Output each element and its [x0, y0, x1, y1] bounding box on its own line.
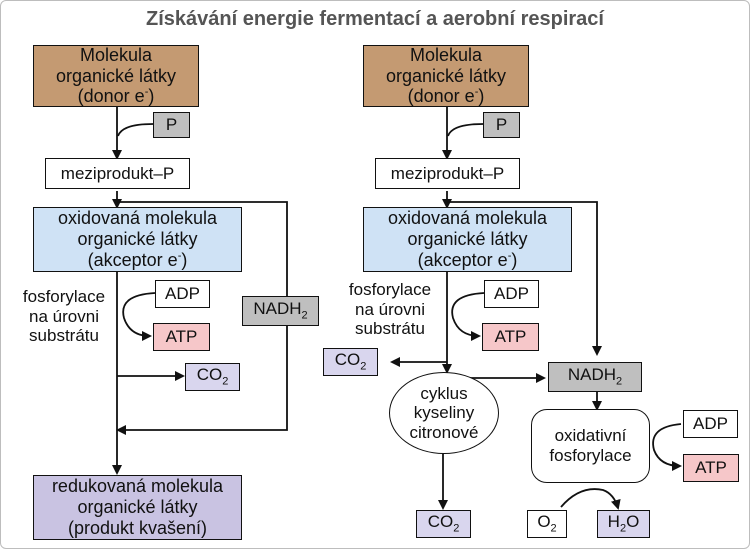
right-donor-box: Molekula organické látky (donor e-)	[363, 45, 529, 107]
left-substrate-phosphorylation-label: fosforylace na úrovni substrátu	[14, 287, 114, 346]
right-acceptor-box: oxidovaná molekula organické látky (akce…	[363, 207, 572, 272]
right-substrate-phosphorylation-label: fosforylace na úrovni substrátu	[338, 280, 442, 339]
left-co2-box: CO2	[185, 363, 240, 391]
right-cycle-line2: kyseliny	[413, 403, 475, 423]
right-intermediate-label: meziprodukt–P	[390, 163, 505, 183]
left-substrate-line2: na úrovni	[29, 306, 99, 326]
left-nadh-box: NADH2	[242, 296, 319, 326]
left-product-box: redukovaná molekula organické látky (pro…	[33, 475, 242, 540]
right-substrate-line1: fosforylace	[348, 280, 432, 299]
right-oxidative-line1: oxidativní	[554, 426, 627, 446]
right-donor-line2: organické látky	[385, 65, 507, 86]
left-intermediate-label: meziprodukt–P	[60, 163, 175, 183]
left-nadh-label: NADH2	[253, 299, 308, 322]
arrow-right-p-join	[447, 123, 484, 137]
right-adp2-label: ADP	[693, 414, 728, 434]
right-substrate-line3: substrátu	[355, 319, 425, 339]
left-acceptor-line3: (akceptor e-)	[87, 249, 188, 270]
right-co2-side-box: CO2	[323, 348, 378, 376]
right-atp2-label: ATP	[695, 458, 727, 478]
left-atp-label: ATP	[165, 327, 198, 347]
left-substrate-line1: fosforylace	[22, 287, 106, 306]
arrow-right-o2-to-h2o	[560, 488, 621, 510]
right-h2o-box: H2O	[597, 510, 650, 538]
right-adp-label: ADP	[494, 284, 529, 304]
line-right-bypass	[447, 201, 602, 356]
arrow-right-adp-to-atp	[451, 292, 485, 341]
left-donor-line3: (donor e-)	[77, 86, 155, 107]
right-donor-line3: (donor e-)	[407, 86, 485, 107]
left-donor-box: Molekula organické látky (donor e-)	[33, 45, 199, 107]
right-adp2-box: ADP	[683, 410, 738, 438]
left-intermediate-box: meziprodukt–P	[45, 158, 190, 189]
diagram-title: Získávání energie fermentací a aerobní r…	[146, 8, 604, 30]
left-adp-label: ADP	[165, 284, 200, 304]
right-adp-box: ADP	[484, 280, 539, 308]
right-cycle-line1: cyklus	[420, 383, 468, 403]
arrow-left-adp-to-atp	[122, 292, 156, 341]
right-co2-bottom-label: CO2	[427, 512, 460, 535]
left-acceptor-box: oxidovaná molekula organické látky (akce…	[33, 207, 242, 272]
right-citric-cycle-oval: cyklus kyseliny citronové	[389, 372, 499, 454]
left-product-line3: (produkt kvašení)	[67, 517, 208, 538]
arrow-right-adp-to-atp-ox	[652, 423, 682, 471]
right-oxidative-phosphorylation-box: oxidativní fosforylace	[531, 409, 650, 483]
right-co2-side-label: CO2	[334, 350, 367, 373]
right-p-box: P	[483, 112, 520, 138]
left-acceptor-line1: oxidovaná molekula	[57, 208, 218, 229]
right-substrate-line2: na úrovni	[355, 299, 425, 319]
line-left-bypass-top	[117, 201, 288, 296]
right-co2-bottom-box: CO2	[416, 510, 471, 538]
right-acceptor-line3: (akceptor e-)	[417, 249, 518, 270]
right-nadh-label: NADH2	[567, 365, 623, 388]
left-donor-line1: Molekula	[79, 44, 153, 65]
right-oxidative-line2: fosforylace	[549, 446, 632, 465]
left-donor-line2: organické látky	[55, 65, 177, 86]
left-p-label: P	[165, 115, 178, 135]
right-nadh-box: NADH2	[548, 362, 642, 392]
left-p-box: P	[153, 112, 190, 138]
right-o2-label: O2	[537, 512, 557, 535]
right-acceptor-line2: organické látky	[407, 229, 528, 250]
right-p-label: P	[495, 115, 508, 135]
right-atp-box: ATP	[482, 323, 539, 351]
left-atp-box: ATP	[153, 323, 210, 351]
line-left-bypass-bottom	[116, 326, 288, 435]
right-h2o-label: H2O	[607, 512, 640, 535]
right-donor-line1: Molekula	[409, 44, 483, 65]
right-cycle-line3: citronové	[409, 422, 479, 442]
left-adp-box: ADP	[155, 280, 210, 308]
right-intermediate-box: meziprodukt–P	[375, 158, 520, 189]
left-product-line2: organické látky	[77, 497, 198, 518]
left-substrate-line3: substrátu	[29, 326, 99, 346]
left-product-line1: redukovaná molekula	[51, 476, 224, 497]
left-acceptor-line2: organické látky	[77, 229, 198, 250]
right-acceptor-line1: oxidovaná molekula	[387, 208, 548, 229]
right-o2-box: O2	[527, 510, 567, 538]
right-atp2-box: ATP	[683, 454, 739, 482]
arrow-left-p-join	[117, 123, 154, 137]
left-co2-label: CO2	[196, 365, 229, 388]
right-atp-label: ATP	[494, 327, 527, 347]
